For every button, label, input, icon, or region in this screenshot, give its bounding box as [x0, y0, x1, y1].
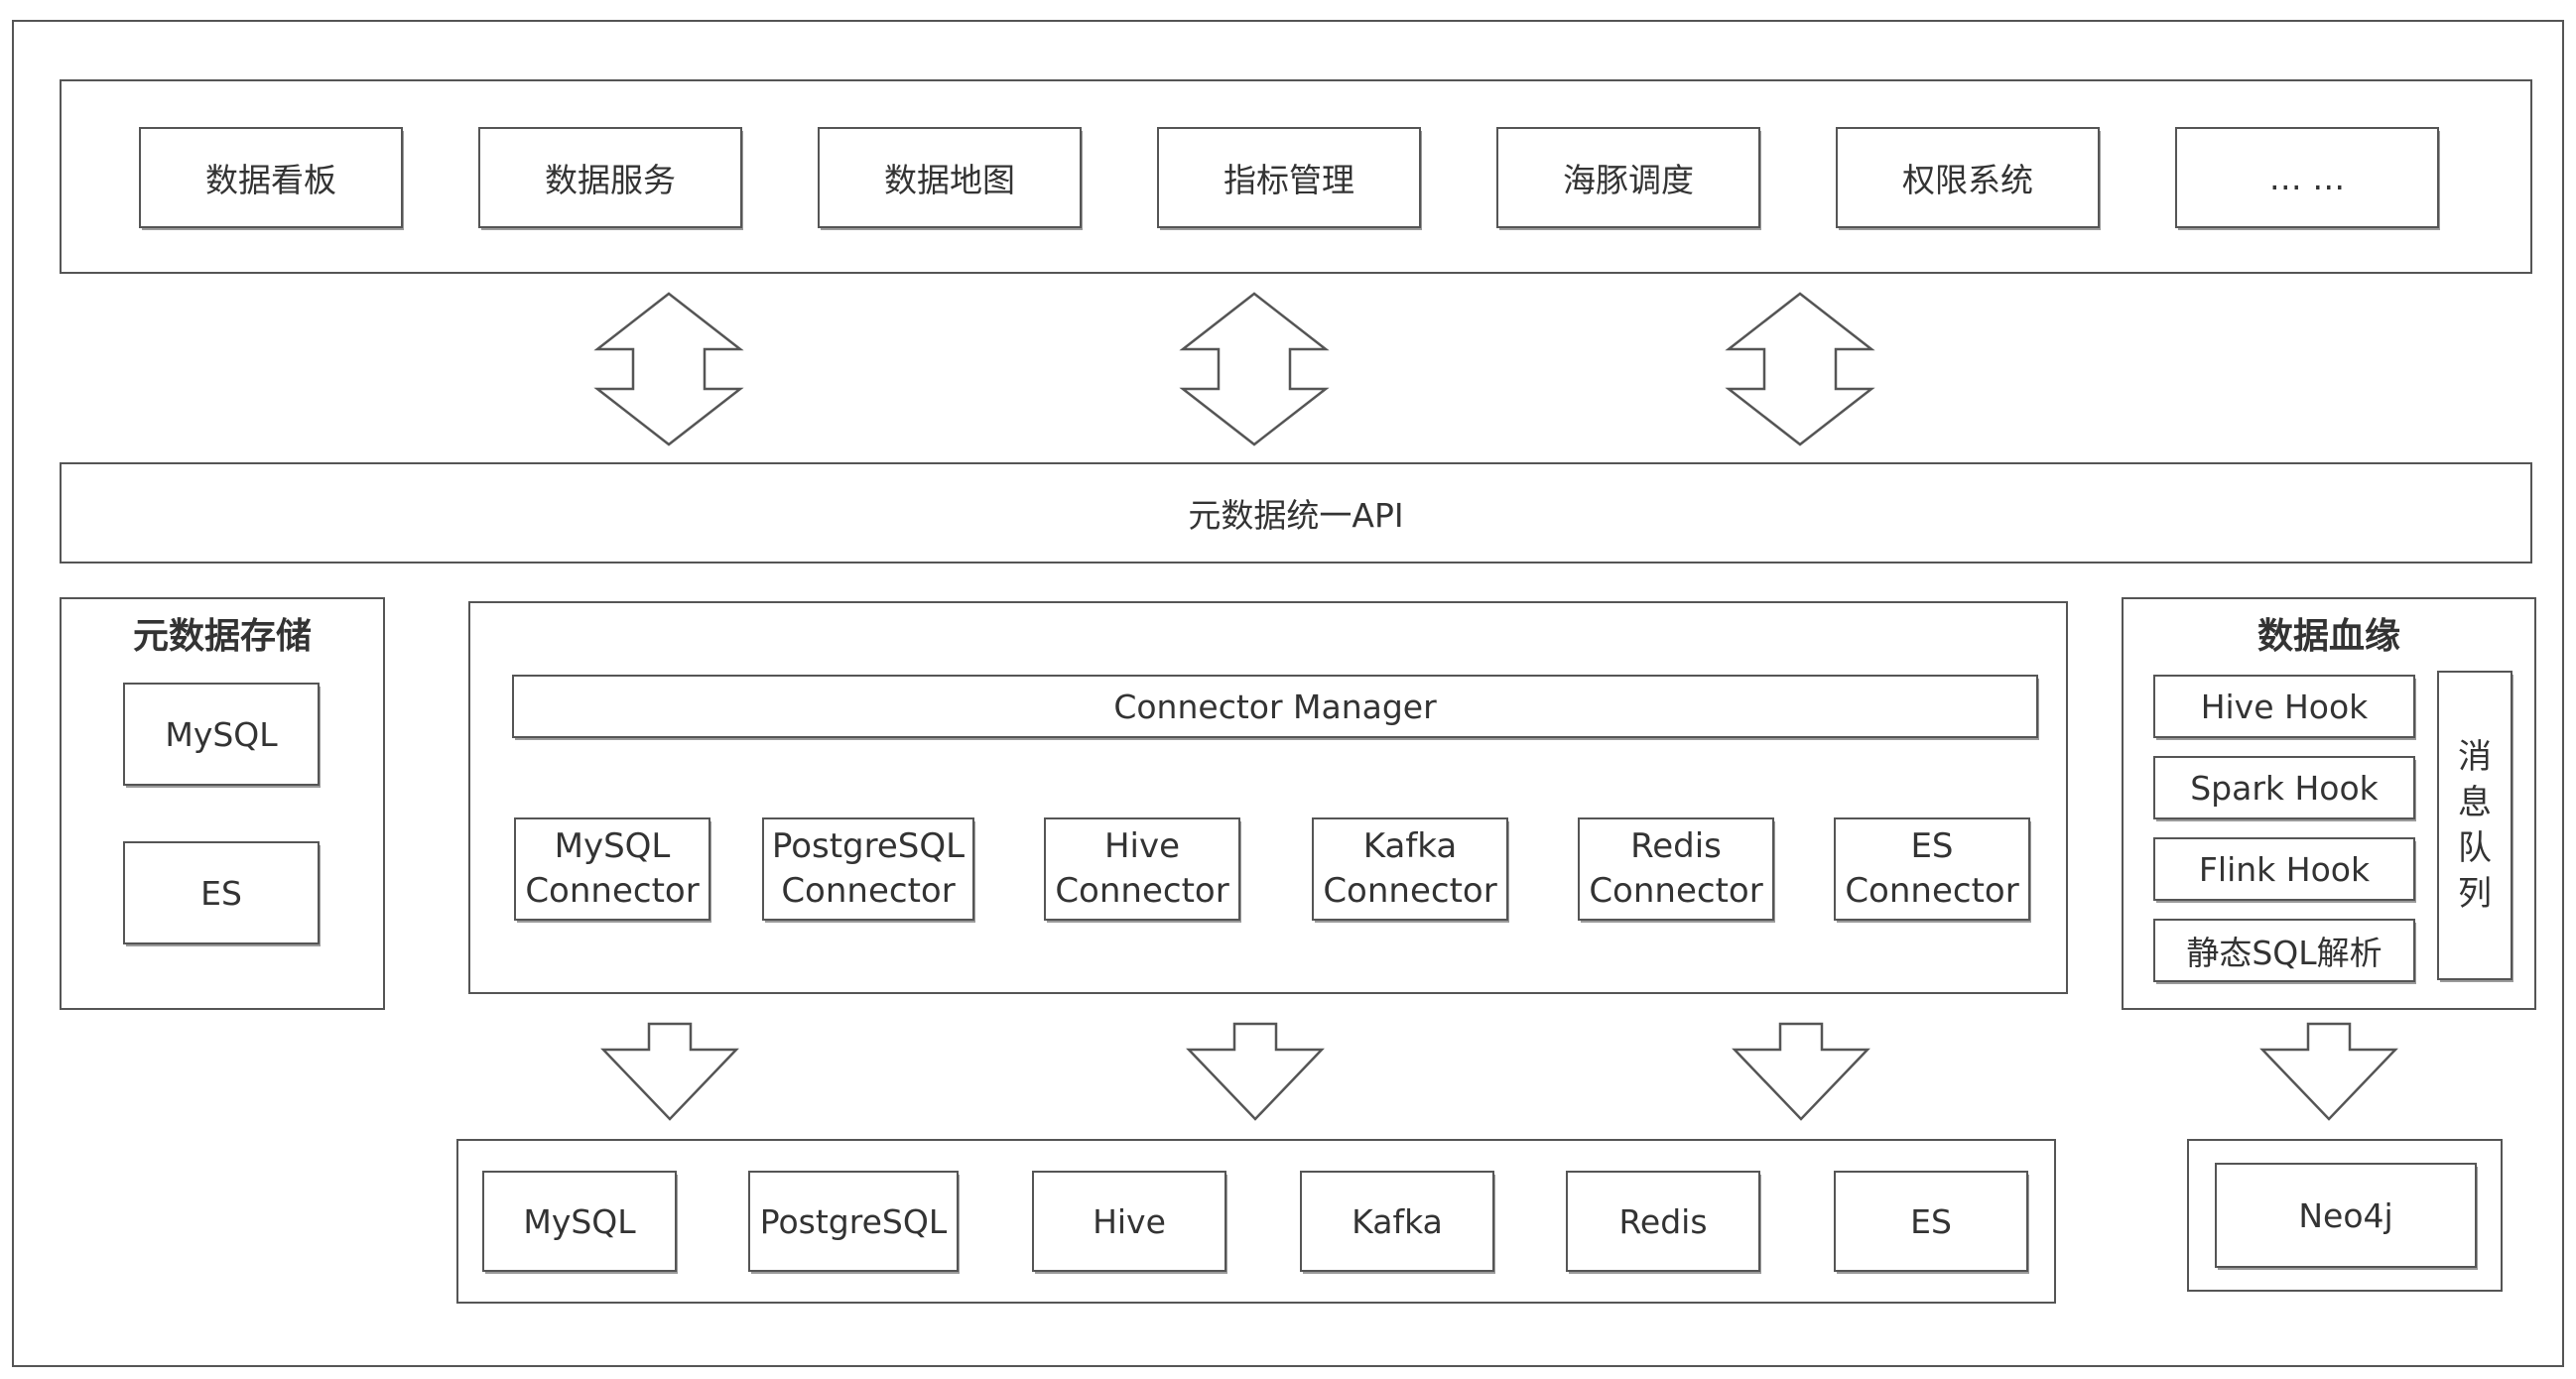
- app-box-dashboard: 数据看板: [139, 127, 403, 228]
- app-box-scheduler: 海豚调度: [1496, 127, 1760, 228]
- graph-db-neo4j: Neo4j: [2215, 1163, 2477, 1268]
- source-es: ES: [1834, 1171, 2028, 1272]
- lineage-hook-hive: Hive Hook: [2153, 675, 2415, 738]
- graph-db-label: Neo4j: [2298, 1195, 2393, 1235]
- storage-item-label: MySQL: [165, 714, 278, 754]
- storage-item-mysql: MySQL: [123, 683, 320, 786]
- lineage-hook-spark: Spark Hook: [2153, 756, 2415, 819]
- connector-mysql: MySQL Connector: [514, 817, 710, 921]
- app-box-permissions: 权限系统: [1836, 127, 2100, 228]
- connector-label: ES Connector: [1845, 826, 2019, 911]
- connector-label: MySQL Connector: [525, 826, 700, 911]
- hook-label: Hive Hook: [2200, 687, 2369, 726]
- api-bar-label: 元数据统一API: [1188, 496, 1404, 535]
- connector-kafka: Kafka Connector: [1312, 817, 1508, 921]
- source-label: MySQL: [523, 1201, 636, 1241]
- source-label: ES: [1910, 1201, 1952, 1241]
- storage-title: 元数据存储: [132, 616, 312, 657]
- source-redis: Redis: [1566, 1171, 1760, 1272]
- source-postgresql: PostgreSQL: [748, 1171, 959, 1272]
- source-kafka: Kafka: [1300, 1171, 1494, 1272]
- connector-manager-bar: Connector Manager: [512, 675, 2038, 738]
- app-label: 指标管理: [1224, 161, 1354, 199]
- storage-item-label: ES: [200, 873, 242, 913]
- app-box-more: … …: [2175, 127, 2439, 228]
- hook-label: Spark Hook: [2190, 768, 2379, 808]
- connector-manager-label: Connector Manager: [1113, 687, 1437, 726]
- connector-label: Kafka Connector: [1323, 826, 1497, 911]
- app-box-metrics: 指标管理: [1157, 127, 1421, 228]
- storage-item-es: ES: [123, 841, 320, 944]
- app-label: 海豚调度: [1563, 161, 1694, 199]
- storage-panel: [60, 597, 385, 1010]
- data-sources-panel: [456, 1139, 2056, 1304]
- message-queue-label: 消 息 队 列: [2458, 737, 2492, 914]
- app-label: … …: [2268, 158, 2346, 197]
- api-bar: 元数据统一API: [60, 462, 2532, 564]
- source-hive: Hive: [1032, 1171, 1226, 1272]
- connector-label: PostgreSQL Connector: [771, 826, 966, 911]
- source-label: Kafka: [1352, 1201, 1443, 1241]
- lineage-hook-flink: Flink Hook: [2153, 837, 2415, 901]
- connector-label: Redis Connector: [1589, 826, 1763, 911]
- source-mysql: MySQL: [482, 1171, 677, 1272]
- connector-postgresql: PostgreSQL Connector: [762, 817, 974, 921]
- connector-es: ES Connector: [1834, 817, 2030, 921]
- app-label: 数据服务: [545, 161, 676, 199]
- app-label: 数据看板: [205, 161, 336, 199]
- connector-hive: Hive Connector: [1044, 817, 1240, 921]
- connector-label: Hive Connector: [1055, 826, 1229, 911]
- app-label: 数据地图: [884, 161, 1015, 199]
- hook-label: 静态SQL解析: [2186, 934, 2383, 972]
- connector-redis: Redis Connector: [1578, 817, 1774, 921]
- app-box-data-service: 数据服务: [478, 127, 742, 228]
- connector-panel: [468, 601, 2068, 994]
- lineage-static-sql: 静态SQL解析: [2153, 919, 2415, 982]
- hook-label: Flink Hook: [2198, 849, 2371, 889]
- lineage-title: 数据血缘: [2256, 616, 2400, 657]
- source-label: Redis: [1618, 1201, 1708, 1241]
- source-label: PostgreSQL: [759, 1201, 948, 1241]
- source-label: Hive: [1093, 1201, 1166, 1241]
- lineage-message-queue: 消 息 队 列: [2437, 671, 2512, 980]
- app-label: 权限系统: [1902, 161, 2033, 199]
- app-box-data-map: 数据地图: [818, 127, 1082, 228]
